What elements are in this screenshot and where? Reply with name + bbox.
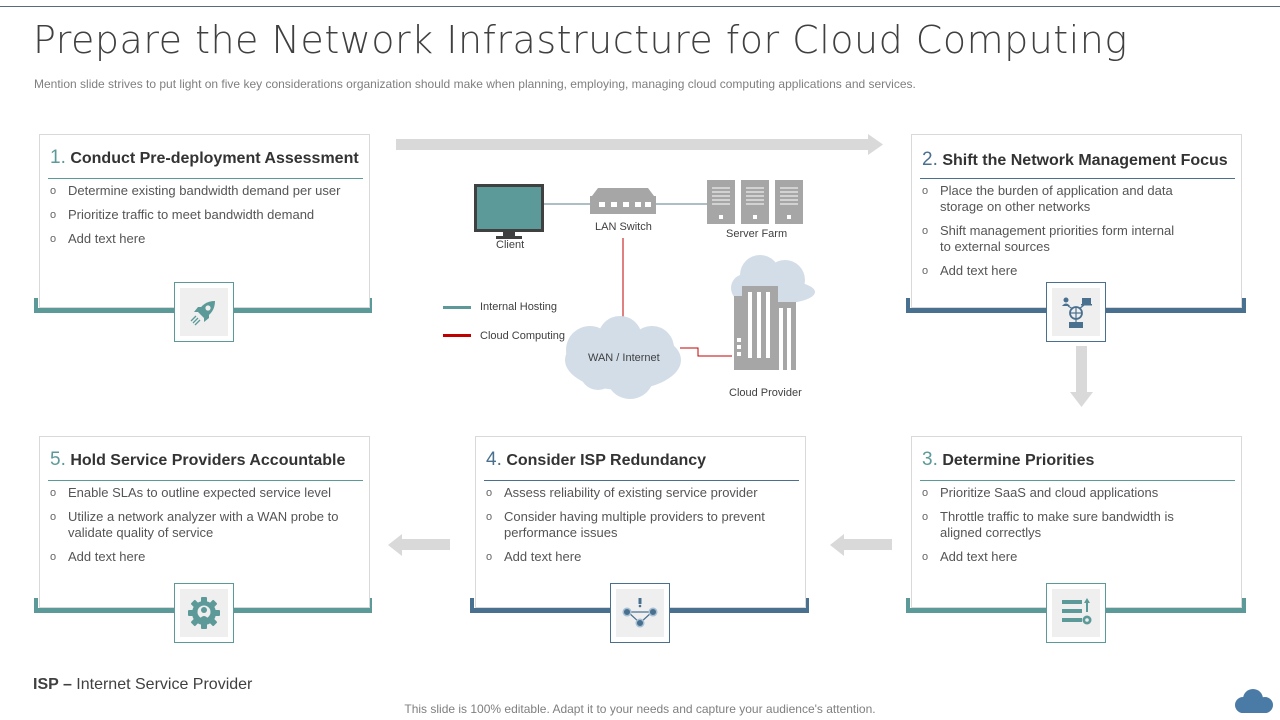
legend-swatch-internal-hosting (443, 306, 471, 309)
gear-user-icon (188, 597, 220, 629)
flow-arrow-left (388, 534, 450, 556)
step-heading: 3. Determine Priorities (920, 449, 1235, 481)
card-base-end (906, 598, 910, 613)
redundancy-nodes-icon (622, 598, 658, 628)
flow-arrow-right (396, 134, 883, 155)
card-base-end (1242, 598, 1246, 613)
wan-cloud-icon (565, 316, 681, 399)
legend-label-cloud-computing: Cloud Computing (480, 330, 565, 342)
step-icon-box (174, 282, 234, 342)
server-farm-label: Server Farm (726, 228, 788, 240)
flow-arrow-left (830, 534, 892, 556)
lan-switch-label: LAN Switch (595, 221, 652, 233)
card-base-end (34, 598, 38, 613)
wan-label: WAN / Internet (588, 352, 660, 364)
link-wan-cloudprovider (680, 347, 732, 357)
card-base-end (470, 598, 474, 613)
client-monitor-icon (474, 184, 544, 239)
card-base-end (1242, 298, 1246, 313)
cloud-provider-icon (731, 255, 815, 370)
step-heading: 5. Hold Service Providers Accountable (48, 449, 363, 481)
flow-arrow-down (1070, 346, 1093, 407)
step-icon-box (1046, 282, 1106, 342)
network-globe-icon (1062, 297, 1092, 328)
cloud-provider-label: Cloud Provider (729, 387, 802, 399)
rocket-icon (190, 301, 215, 326)
step-icon-box (174, 583, 234, 643)
legend-label-internal-hosting: Internal Hosting (480, 301, 558, 313)
card-base-end (368, 598, 372, 613)
card-base-end (368, 298, 372, 313)
top-divider (0, 6, 1280, 7)
step-heading: 1. Conduct Pre-deployment Assessment (48, 147, 363, 179)
card-base-end (805, 598, 809, 613)
step-heading: 4. Consider ISP Redundancy (484, 449, 799, 481)
card-base-end (906, 298, 910, 313)
legend-swatch-cloud-computing (443, 334, 471, 337)
lan-switch-icon (590, 188, 656, 214)
client-label: Client (496, 239, 525, 251)
cloud-logo-icon (1235, 689, 1273, 713)
network-diagram (474, 180, 815, 399)
priority-list-icon (1062, 598, 1092, 625)
page-title: Prepare the Network Infrastructure for C… (33, 18, 1128, 62)
step-icon-box (610, 583, 670, 643)
footer-note: This slide is 100% editable. Adapt it to… (404, 702, 876, 716)
step-heading: 2. Shift the Network Management Focus (920, 149, 1235, 179)
step-icon-box (1046, 583, 1106, 643)
abbreviation-note: ISP – Internet Service Provider (33, 676, 253, 693)
card-base-end (34, 298, 38, 313)
page-subtitle: Mention slide strives to put light on fi… (34, 77, 916, 91)
